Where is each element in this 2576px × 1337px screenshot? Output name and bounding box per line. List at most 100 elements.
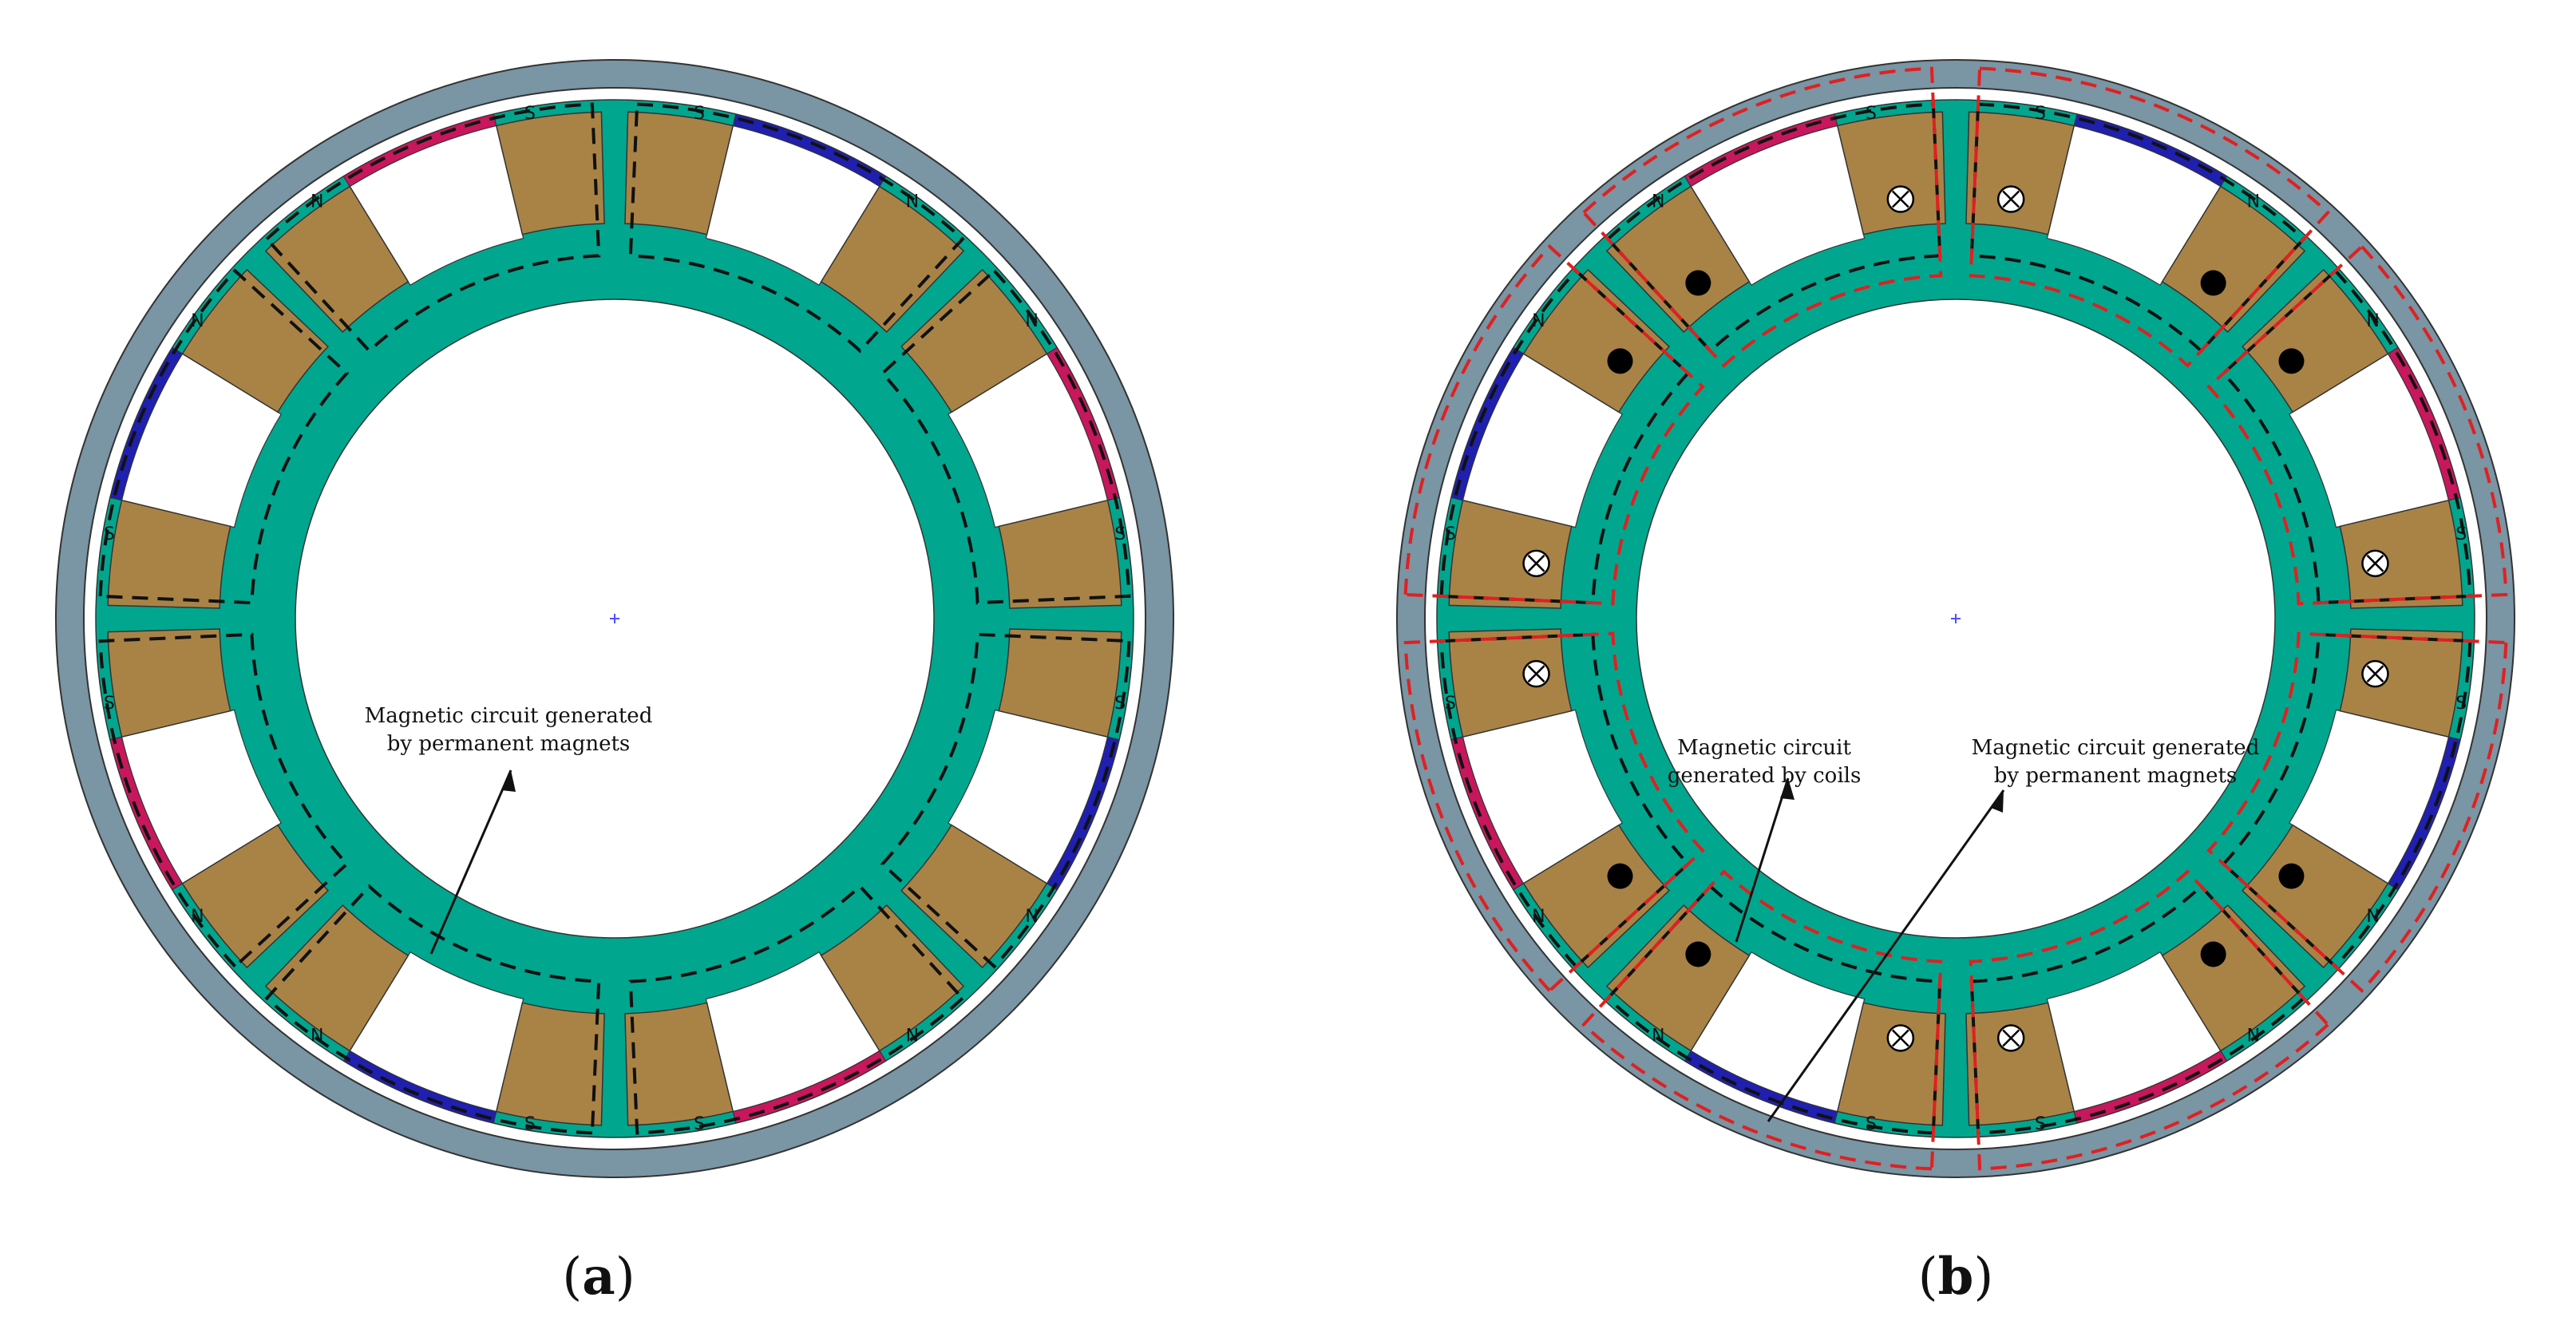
coil-flux-path	[1969, 66, 2330, 368]
panel-a-annotation: Magnetic circuit generated by permanent …	[365, 704, 652, 955]
coil-winding	[900, 268, 1048, 413]
magnet-pole-label: N	[1532, 311, 1545, 331]
south-magnet	[1684, 1050, 1838, 1124]
coil-flux-path	[1403, 631, 1705, 993]
cross-icon	[2361, 549, 2389, 578]
coil-winding	[624, 1002, 734, 1126]
south-magnet	[2073, 113, 2228, 188]
cross-icon	[1886, 1024, 1915, 1052]
annotation-arrow	[429, 769, 512, 955]
coil-winding	[1836, 1002, 1946, 1126]
north-magnet	[2387, 346, 2461, 501]
pm-flux-path	[628, 884, 965, 1135]
coil-winding	[495, 111, 605, 235]
magnet-pole-label: N	[1025, 907, 1038, 927]
south-magnet	[1046, 736, 1120, 891]
north-magnet	[1684, 113, 1838, 188]
pm-flux-path	[98, 632, 350, 969]
coil-winding	[998, 628, 1122, 738]
dot-icon	[1685, 941, 1711, 967]
coil-winding	[264, 904, 410, 1052]
dot-icon	[2278, 348, 2305, 374]
caption-letter: b	[1937, 1247, 1974, 1307]
coil-flux-path	[2206, 244, 2508, 606]
magnet-pole-label: S	[694, 104, 705, 124]
pm-flux-path	[880, 268, 1131, 605]
coil-winding	[1965, 1002, 2075, 1126]
cross-icon	[1891, 1029, 1909, 1047]
dot-icon	[1685, 270, 1711, 296]
magnet-pole-label: N	[2366, 311, 2379, 331]
coil-winding	[2161, 904, 2306, 1052]
cross-icon	[1996, 1024, 2025, 1052]
annotation-arrowhead	[1991, 790, 2004, 813]
cross-icon	[2361, 659, 2389, 688]
coil-flux-path	[1403, 244, 1705, 606]
cross-icon	[2366, 665, 2384, 683]
dot-icon	[1685, 941, 1711, 967]
dot-icon	[2200, 270, 2226, 296]
cross-icon	[1886, 185, 1915, 213]
north-magnet	[732, 1050, 887, 1124]
coil-winding	[107, 628, 231, 738]
dot-icon	[1607, 863, 1633, 889]
annotation-arrow	[1735, 777, 1790, 943]
annotation-arrow	[1767, 789, 2005, 1122]
cross-icon	[1522, 659, 1550, 688]
coil-winding	[2241, 268, 2389, 413]
magnet-pole-label: S	[694, 1114, 705, 1134]
coil-winding	[264, 185, 410, 334]
cross-icon	[2002, 190, 2020, 208]
annotation-line-2: by permanent magnets	[387, 732, 631, 756]
panel-b-annotation-coils: Magnetic circuit generated by coils	[1668, 736, 1861, 943]
south-magnet	[342, 1050, 497, 1124]
magnet-pole-label: S	[2035, 1114, 2046, 1134]
coil-winding	[181, 268, 330, 413]
dot-icon	[1607, 863, 1633, 889]
magnet-pole-label: S	[1866, 104, 1877, 124]
coil-winding	[820, 185, 965, 334]
cross-icon	[1527, 554, 1545, 572]
pm-flux-path	[264, 102, 601, 354]
north-magnet	[1046, 346, 1120, 501]
coil-winding	[998, 499, 1122, 609]
coil-winding	[1605, 185, 1751, 334]
coil-winding	[1605, 904, 1751, 1052]
dot-icon	[2200, 270, 2226, 296]
coil-winding	[2339, 628, 2463, 738]
north-magnet	[2073, 1050, 2228, 1124]
magnet-pole-label: N	[906, 1026, 919, 1046]
magnet-pole-label: S	[1866, 1114, 1877, 1134]
magnet-pole-label: S	[524, 1114, 536, 1134]
cross-icon	[2002, 1029, 2020, 1047]
coil-winding	[2161, 185, 2306, 334]
caption-a: (a)	[562, 1247, 635, 1307]
coil-flux-path	[1969, 869, 2330, 1171]
coil-flux-path	[1581, 66, 1943, 368]
magnet-pole-label: N	[311, 192, 323, 212]
cross-icon	[1527, 665, 1545, 683]
annotation-arrowhead	[501, 770, 516, 792]
dot-icon	[2278, 863, 2305, 889]
magnet-pole-label: S	[2035, 104, 2046, 124]
dot-icon	[2278, 863, 2305, 889]
caption-b: (b)	[1917, 1247, 1994, 1307]
coil-winding	[1836, 111, 1946, 235]
coil-winding	[2241, 824, 2389, 969]
dot-icon	[1685, 270, 1711, 296]
coil-winding	[624, 111, 734, 235]
dot-icon	[2200, 941, 2226, 967]
south-magnet	[1450, 346, 1525, 501]
coil-winding	[495, 1002, 605, 1126]
coil-winding	[1448, 499, 1573, 609]
panel-b-annotation-pm: Magnetic circuit generated by permanent …	[1767, 736, 2259, 1122]
cross-icon	[1996, 185, 2025, 213]
magnet-pole-label: N	[1532, 907, 1545, 927]
annotation-line-2: by permanent magnets	[1994, 764, 2238, 788]
south-magnet	[2387, 736, 2461, 891]
south-magnet	[109, 346, 184, 501]
coil-winding	[1522, 268, 1671, 413]
